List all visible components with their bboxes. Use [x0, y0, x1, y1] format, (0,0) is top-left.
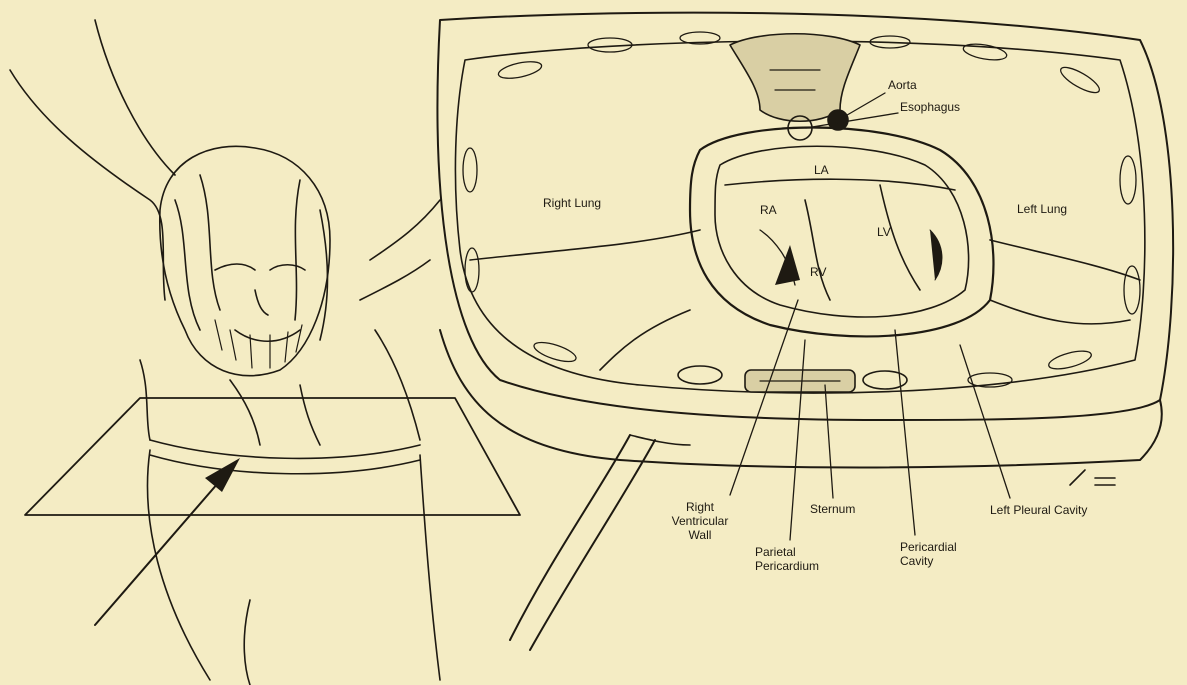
- label-aorta: Aorta: [888, 78, 917, 92]
- label-left-ventricle: LV: [877, 225, 891, 239]
- human-figure: [10, 20, 440, 685]
- section-plane: [25, 398, 520, 515]
- label-right-ventricle: RV: [810, 265, 826, 279]
- label-pericardial-cavity: Pericardial Cavity: [900, 540, 957, 568]
- thorax-cross-section: [438, 13, 1174, 485]
- label-sternum: Sternum: [810, 502, 855, 516]
- connector-beam: [510, 435, 690, 650]
- label-right-atrium: RA: [760, 203, 777, 217]
- label-right-ventricular-wall: Right Ventricular Wall: [655, 500, 745, 542]
- label-right-lung: Right Lung: [543, 196, 601, 210]
- viewing-arrow: [95, 458, 240, 625]
- label-esophagus: Esophagus: [900, 100, 960, 114]
- label-parietal-pericardium: Parietal Pericardium: [755, 545, 819, 573]
- label-left-pleural-cavity: Left Pleural Cavity: [990, 503, 1087, 517]
- label-left-lung: Left Lung: [1017, 202, 1067, 216]
- label-left-atrium: LA: [814, 163, 829, 177]
